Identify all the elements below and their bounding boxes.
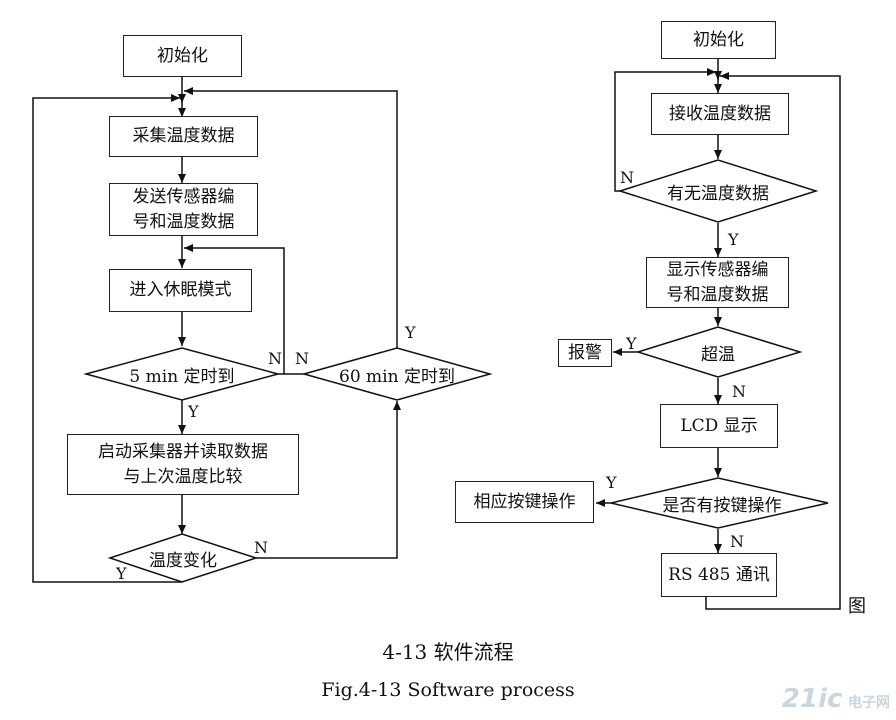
left-start-compare-text: 启动采集器并读取数据 与上次温度比较 [98, 441, 268, 487]
left-send-text: 发送传感器编 号和温度数据 [132, 186, 235, 232]
left-send-box: 发送传感器编 号和温度数据 [109, 183, 258, 236]
caption-cn: 4-13 软件流程 [382, 640, 514, 664]
right-lcd-box: LCD 显示 [660, 404, 778, 448]
right-rs485-box: RS 485 通讯 [661, 553, 777, 597]
fig-mark: 图 [848, 596, 866, 617]
right-receive-text: 接收温度数据 [669, 103, 771, 124]
right-display-sensor-text: 显示传感器编 号和温度数据 [666, 259, 769, 305]
label-y-5min: Y [188, 402, 199, 421]
caption-en: Fig.4-13 Software process [321, 679, 575, 701]
label-n-has-data: N [620, 168, 634, 187]
decision-60min [301, 347, 493, 401]
decision-over-temp [635, 326, 803, 378]
label-y-has-key: Y [606, 473, 617, 492]
right-has-key-label: 是否有按键操作 [662, 495, 782, 516]
right-alarm-box: 报警 [558, 339, 612, 367]
decision-5min [83, 347, 281, 401]
left-sleep-box: 进入休眠模式 [109, 269, 252, 312]
decision-has-data [617, 159, 819, 223]
right-rs485-text: RS 485 通讯 [668, 564, 770, 585]
right-display-sensor-box: 显示传感器编 号和温度数据 [646, 257, 789, 308]
left-init-box: 初始化 [123, 35, 242, 77]
label-n-has-key: N [730, 532, 744, 551]
left-sleep-text: 进入休眠模式 [129, 280, 232, 301]
right-init-box: 初始化 [661, 21, 776, 59]
right-has-data-label: 有无温度数据 [667, 183, 769, 204]
right-receive-box: 接收温度数据 [651, 93, 789, 135]
right-over-temp-label: 超温 [701, 344, 735, 365]
left-temp-change-label: 温度变化 [149, 550, 217, 571]
watermark-logo: 21ic 电子网 [782, 684, 890, 714]
left-60min-label: 60 min 定时到 [339, 366, 455, 387]
label-n-over-temp: N [732, 382, 746, 401]
left-start-compare-box: 启动采集器并读取数据 与上次温度比较 [67, 434, 299, 495]
right-alarm-text: 报警 [568, 342, 602, 363]
right-key-action-box: 相应按键操作 [455, 481, 594, 523]
label-y-60min: Y [405, 323, 416, 342]
decision-temp-change [107, 533, 259, 583]
right-lcd-text: LCD 显示 [680, 415, 758, 436]
left-5min-label: 5 min 定时到 [129, 366, 235, 387]
label-y-has-data: Y [728, 230, 739, 249]
watermark-cn: 电子网 [848, 695, 890, 711]
watermark-brand: 21ic [781, 684, 843, 714]
right-init-text: 初始化 [693, 29, 744, 50]
decision-has-key [610, 477, 829, 529]
label-y-temp-change: Y [116, 564, 127, 583]
label-n-5min: N [268, 349, 282, 368]
left-collect-box: 采集温度数据 [109, 116, 258, 157]
right-key-action-text: 相应按键操作 [473, 491, 576, 512]
left-collect-text: 采集温度数据 [132, 126, 235, 147]
label-n-temp-change: N [254, 538, 268, 557]
label-y-over-temp: Y [626, 334, 637, 353]
left-init-text: 初始化 [157, 45, 208, 66]
label-n-60min: N [295, 349, 309, 368]
